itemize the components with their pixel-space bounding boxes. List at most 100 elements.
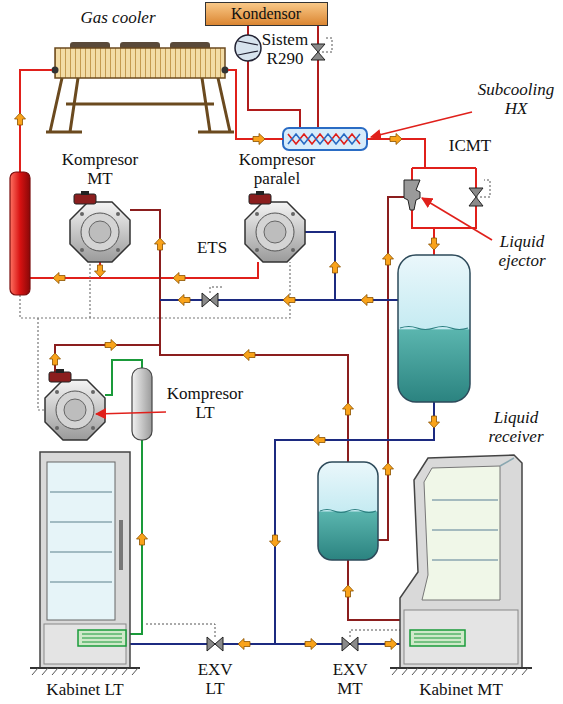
mt-separator-tank [318, 462, 378, 560]
accumulator [132, 368, 152, 440]
callout-arrow [422, 198, 492, 240]
gas-cooler [46, 78, 234, 132]
flow-arrow [283, 295, 295, 306]
flow-arrow [15, 113, 26, 125]
r290-valve [311, 38, 332, 60]
exv-mt-valve [342, 630, 402, 651]
mt-cabinet [400, 455, 522, 668]
flow-arrow [383, 463, 394, 475]
lt-cabinet [78, 630, 126, 646]
liquid-receiver-tank [398, 255, 470, 402]
flow-arrow [15, 113, 440, 650]
cabinet-label: Kabinet LT [46, 680, 123, 699]
flow-arrow [343, 585, 354, 597]
subcooling-heat-exchanger [283, 128, 367, 150]
valve-label: ETS [197, 238, 227, 257]
lt-cabinet [82, 634, 122, 642]
flow-arrow [305, 639, 317, 650]
floor-hatch [32, 668, 528, 675]
lt-cabinet [47, 462, 115, 620]
mt-compressor [70, 191, 130, 262]
lt-cabinet [44, 624, 126, 664]
lt-cabinet [40, 452, 130, 668]
flow-arrow [238, 639, 250, 650]
mt-cabinet [432, 458, 514, 560]
exv-lt-valve [146, 624, 215, 637]
gas-cooler [222, 67, 229, 74]
mt-cabinet [422, 466, 500, 600]
mt-cabinet [400, 455, 522, 668]
flow-arrow [270, 535, 281, 547]
compressor-label: Kompresor MT [62, 150, 138, 188]
r290-compressor [235, 35, 261, 61]
exv-lt-valve [146, 624, 223, 651]
liquid-ejector [404, 180, 420, 210]
callout-label: Liquid ejector [498, 232, 545, 270]
r290-valve [318, 38, 332, 52]
cabinet-label: Kabinet MT [419, 680, 503, 699]
flow-arrow [390, 134, 402, 145]
callout-arrow [96, 112, 492, 414]
accumulator [132, 368, 152, 440]
subcooling-heat-exchanger [288, 134, 360, 144]
high-pressure-pipe [20, 70, 476, 278]
flow-arrow [361, 295, 373, 306]
lt-cabinet [50, 492, 112, 582]
exv-mt-valve [342, 637, 358, 651]
flow-arrow [313, 435, 325, 446]
vessel-label: Liquid receiver [488, 408, 543, 446]
floor-hatch [30, 667, 532, 669]
mt-separator-tank [318, 462, 378, 560]
ets-valve [202, 293, 218, 307]
lt-cabinet [40, 452, 130, 668]
gas-cooler [52, 67, 59, 74]
mt-cabinet [414, 634, 461, 642]
exv-lt-valve [207, 637, 223, 651]
r290-compressor [238, 41, 258, 55]
r290-compressor [235, 35, 261, 61]
flow-arrow [178, 295, 190, 306]
component-label: Gas cooler [80, 8, 155, 27]
flow-arrow [429, 238, 440, 250]
liquid-receiver-tank [398, 255, 470, 402]
mt-separator-tank [320, 510, 376, 513]
parallel-compressor [245, 191, 305, 262]
lt-cabinet [119, 520, 123, 570]
callout-arrow [96, 412, 166, 414]
high-pressure-pipe [20, 70, 476, 278]
node-text: Kondensor [231, 5, 301, 23]
flow-arrow [429, 416, 440, 428]
ets-valve [202, 287, 222, 307]
liquid-receiver-tank [400, 327, 468, 330]
condenser-box: Kondensor [205, 2, 328, 26]
callout-arrow [371, 112, 472, 137]
flow-arrow [173, 273, 185, 284]
lt-compressor [45, 369, 105, 440]
gas-cooler [55, 48, 225, 78]
callout-label: Kompresor LT [167, 384, 243, 422]
flow-arrow [95, 265, 106, 277]
mt-cabinet [410, 630, 465, 646]
flow-arrow [385, 639, 397, 650]
liquid-ejector [404, 180, 420, 210]
compressor-label: Kompresor paralel [239, 150, 315, 188]
gas-cooler [46, 42, 234, 132]
valve-label: EXV LT [198, 660, 233, 698]
oil-separator [10, 172, 30, 295]
icmt-valve [469, 180, 490, 206]
subcooling-heat-exchanger [288, 134, 360, 144]
flow-arrow [343, 403, 354, 415]
liquid-pipe [125, 232, 434, 644]
flow-arrow [383, 253, 394, 265]
ets-valve [210, 287, 222, 293]
valve-label: ICMT [449, 136, 492, 155]
flow-arrow [105, 340, 117, 351]
valve-label: EXV MT [333, 660, 368, 698]
icmt-valve [476, 180, 490, 197]
flow-arrow [330, 261, 341, 273]
flow-arrow [155, 238, 166, 250]
flow-arrow [53, 273, 65, 284]
oil-separator [10, 172, 30, 295]
